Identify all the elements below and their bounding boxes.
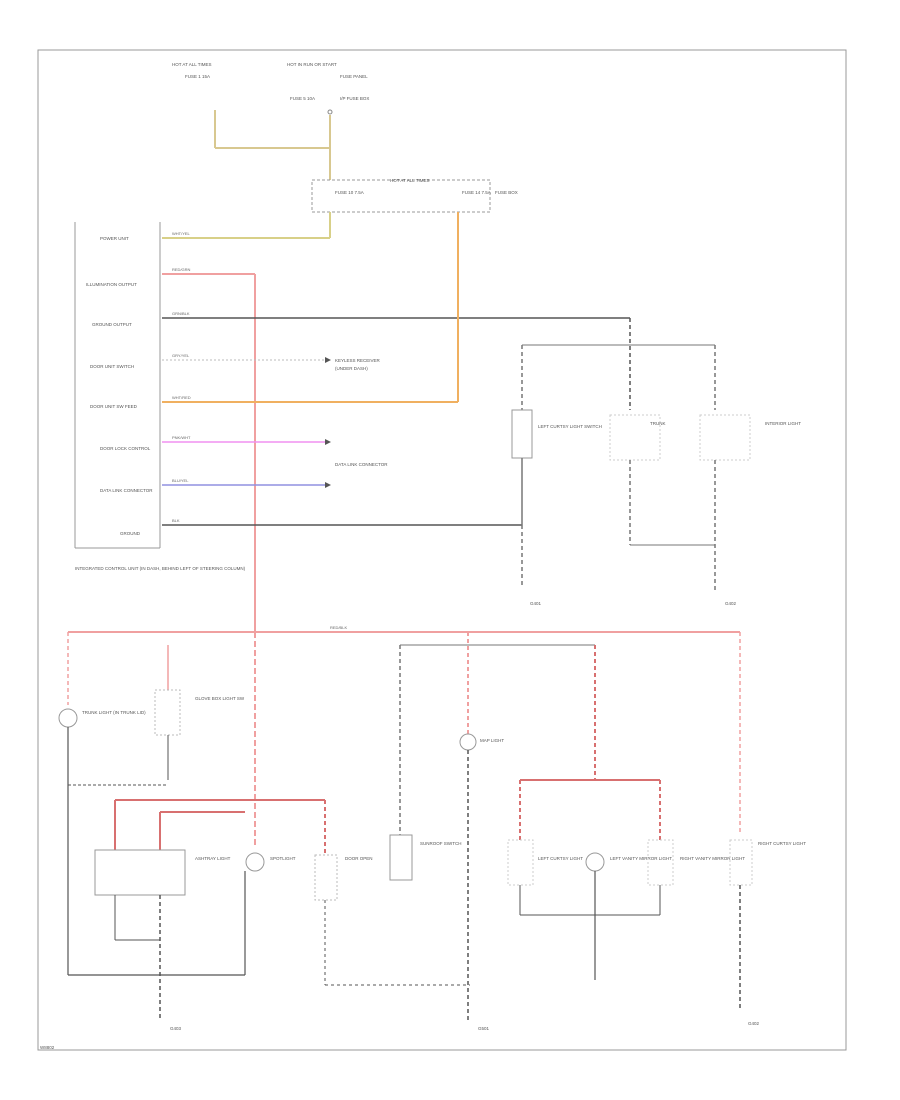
- top-fuse-labels: HOT AT ALL TIMES HOT IN RUN OR START FUS…: [172, 62, 369, 101]
- svg-text:LEFT CURTSY LIGHT SWITCH: LEFT CURTSY LIGHT SWITCH: [538, 424, 602, 429]
- svg-text:KEYLESS RECEIVER: KEYLESS RECEIVER: [335, 358, 381, 363]
- svg-text:ASHTRAY LIGHT: ASHTRAY LIGHT: [195, 856, 231, 861]
- svg-text:FUSE 14 7.5A: FUSE 14 7.5A: [462, 190, 491, 195]
- svg-text:WHT/RED: WHT/RED: [172, 395, 191, 400]
- svg-text:G403: G403: [170, 1026, 182, 1031]
- wire-illum: RED/GRN: [162, 267, 256, 632]
- svg-text:INTEGRATED CONTROL UNIT (IN DA: INTEGRATED CONTROL UNIT (IN DASH, BEHIND…: [75, 566, 246, 571]
- svg-text:HOT AT ALL TIMES: HOT AT ALL TIMES: [390, 178, 430, 183]
- wire-door-switch: GRY/YEL KEYLESS RECEIVER (UNDER DASH): [162, 353, 381, 371]
- svg-text:DOOR LOCK CONTROL: DOOR LOCK CONTROL: [100, 446, 151, 451]
- svg-text:FUSE BOX: FUSE BOX: [495, 190, 518, 195]
- top-fuse-wires: [214, 109, 333, 180]
- diagram-border: [37, 49, 847, 1051]
- svg-text:SPOTLIGHT: SPOTLIGHT: [270, 856, 296, 861]
- svg-text:FUSE 1 15A: FUSE 1 15A: [185, 74, 210, 79]
- wire-pink: PNK/WHT: [162, 435, 331, 445]
- svg-text:SUNROOF SWITCH: SUNROOF SWITCH: [420, 841, 462, 846]
- svg-text:DOOR UNIT SWITCH: DOOR UNIT SWITCH: [90, 364, 134, 369]
- svg-text:FUSE 10 7.5A: FUSE 10 7.5A: [335, 190, 364, 195]
- svg-text:GRN/BLK: GRN/BLK: [172, 311, 190, 316]
- svg-text:TRUNK: TRUNK: [650, 421, 666, 426]
- svg-text:LEFT CURTSY LIGHT: LEFT CURTSY LIGHT: [538, 856, 583, 861]
- svg-text:G501: G501: [478, 1026, 490, 1031]
- svg-text:GLOVE BOX LIGHT SW: GLOVE BOX LIGHT SW: [195, 696, 245, 701]
- svg-text:INTERIOR LIGHT: INTERIOR LIGHT: [765, 421, 801, 426]
- svg-text:FUSE PANEL: FUSE PANEL: [340, 74, 368, 79]
- right-upper-section: LEFT CURTSY LIGHT SWITCH TRUNK INTERIOR …: [511, 344, 801, 606]
- svg-text:GRY/YEL: GRY/YEL: [172, 353, 190, 358]
- wire-ground-out: GRN/BLK: [162, 311, 631, 410]
- svg-text:RED/GRN: RED/GRN: [172, 267, 191, 272]
- svg-text:PNK/WHT: PNK/WHT: [172, 435, 191, 440]
- control-unit: POWER UNIT ILLUMINATION OUTPUT GROUND OU…: [74, 222, 246, 571]
- svg-text:G401: G401: [530, 601, 542, 606]
- svg-text:BLK: BLK: [172, 518, 180, 523]
- svg-text:POWER UNIT: POWER UNIT: [100, 236, 129, 241]
- svg-text:GROUND OUTPUT: GROUND OUTPUT: [92, 322, 132, 327]
- svg-text:ILLUMINATION OUTPUT: ILLUMINATION OUTPUT: [86, 282, 137, 287]
- wire-ground: BLK: [162, 518, 522, 526]
- svg-text:HOT AT ALL TIMES: HOT AT ALL TIMES: [172, 62, 212, 67]
- svg-text:RIGHT CURTSY LIGHT: RIGHT CURTSY LIGHT: [758, 841, 806, 846]
- svg-text:HOT IN RUN OR START: HOT IN RUN OR START: [287, 62, 337, 67]
- svg-text:GROUND: GROUND: [120, 531, 141, 536]
- svg-text:FUSE 5 10A: FUSE 5 10A: [290, 96, 315, 101]
- svg-text:RIGHT VANITY MIRROR LIGHT: RIGHT VANITY MIRROR LIGHT: [680, 856, 745, 861]
- svg-text:I/P FUSE BOX: I/P FUSE BOX: [340, 96, 369, 101]
- svg-text:TRUNK LIGHT (IN TRUNK LID): TRUNK LIGHT (IN TRUNK LID): [82, 710, 146, 715]
- diagram-id: W8802: [40, 1045, 55, 1050]
- svg-text:MAP LIGHT: MAP LIGHT: [480, 738, 504, 743]
- svg-text:BLU/YEL: BLU/YEL: [172, 478, 189, 483]
- svg-text:G402: G402: [748, 1021, 760, 1026]
- svg-text:WHT/YEL: WHT/YEL: [172, 231, 191, 236]
- svg-text:RED/BLK: RED/BLK: [330, 625, 347, 630]
- wire-power: WHT/YEL: [162, 212, 331, 239]
- svg-text:DATA LINK CONNECTOR: DATA LINK CONNECTOR: [100, 488, 153, 493]
- svg-text:(UNDER DASH): (UNDER DASH): [335, 366, 368, 371]
- svg-text:LEFT VANITY MIRROR LIGHT: LEFT VANITY MIRROR LIGHT: [610, 856, 672, 861]
- middle-lower-section: SUNROOF SWITCH MAP LIGHT LEFT CURTSY LIG…: [389, 632, 745, 1031]
- svg-text:DATA LINK CONNECTOR: DATA LINK CONNECTOR: [335, 462, 388, 467]
- svg-text:DOOR OPEN: DOOR OPEN: [345, 856, 373, 861]
- red-bus: RED/BLK: [68, 625, 740, 633]
- wire-blue: BLU/YEL DATA LINK CONNECTOR: [162, 462, 388, 488]
- fuse-box: HOT AT ALL TIMES FUSE 10 7.5A FUSE 14 7.…: [311, 178, 518, 213]
- right-lower-section: RIGHT CURTSY LIGHT G402: [729, 632, 806, 1026]
- svg-text:G402: G402: [725, 601, 737, 606]
- left-lower-section: TRUNK LIGHT (IN TRUNK LID) GLOVE BOX LIG…: [58, 632, 470, 1031]
- svg-text:DOOR UNIT SW FEED: DOOR UNIT SW FEED: [90, 404, 138, 409]
- wire-door-feed: WHT/RED: [162, 212, 459, 403]
